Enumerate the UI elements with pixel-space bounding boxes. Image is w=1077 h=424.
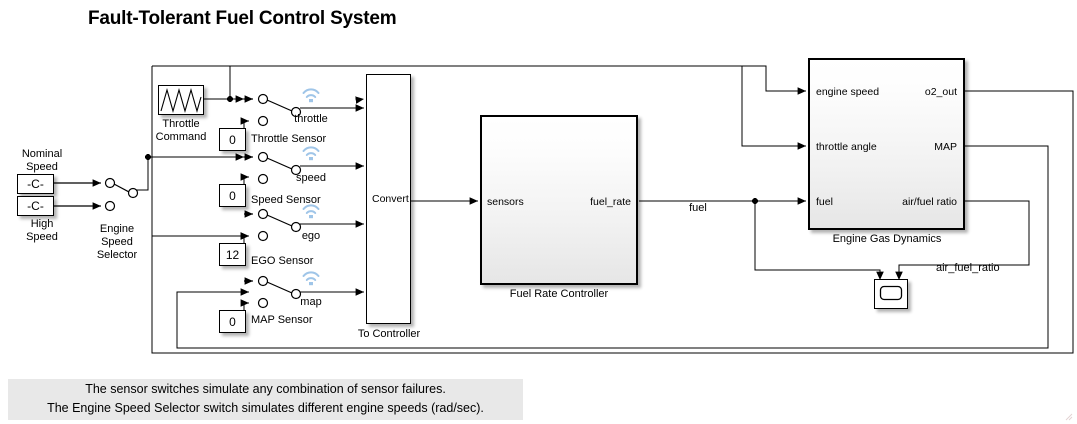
nominal-speed-label-line1: Nominal: [21, 148, 63, 160]
scope-icon: [879, 285, 903, 301]
throttle-sensor-value: 0: [229, 133, 236, 147]
engine-speed-selector-label-line3: Selector: [96, 249, 138, 261]
speed-sensor-name: Speed Sensor: [251, 194, 321, 206]
annotation-note: The sensor switches simulate any combina…: [8, 379, 523, 420]
scope-block[interactable]: [874, 279, 908, 309]
engine-gas-dynamics-input-throttle-angle: throttle angle: [816, 141, 877, 153]
engine-gas-dynamics-output-o2-out: o2_out: [924, 86, 957, 98]
air-fuel-ratio-signal-label: air_fuel_ratio: [936, 262, 1000, 274]
map-signal-logging-icon: [302, 271, 320, 286]
engine-gas-dynamics-block[interactable]: engine speed throttle angle fuel o2_out …: [808, 58, 965, 230]
map-sensor-value: 0: [229, 315, 236, 329]
throttle-signal-logging-icon: [302, 88, 320, 103]
throttle-command-block[interactable]: [158, 85, 204, 115]
nominal-speed-label-line2: Speed: [26, 161, 58, 173]
engine-speed-selector-label-line2: Speed: [101, 236, 133, 248]
speed-sensor-constant-block[interactable]: 0: [219, 184, 246, 207]
speed-signal-label: speed: [296, 172, 326, 184]
page-title: Fault-Tolerant Fuel Control System: [88, 8, 397, 29]
fuel-rate-controller-output-port: fuel_rate: [590, 196, 631, 208]
speed-sensor-value: 0: [229, 189, 236, 203]
fuel-rate-controller-block[interactable]: sensors fuel_rate: [480, 115, 638, 285]
map-signal-label: map: [300, 296, 322, 308]
to-controller-name: To Controller: [357, 328, 421, 340]
map-sensor-constant-block[interactable]: 0: [219, 310, 246, 333]
nominal-speed-value: -C-: [27, 177, 44, 191]
to-controller-text: Convert: [372, 193, 409, 205]
ego-signal-label: ego: [301, 230, 321, 242]
speed-signal-logging-icon: [302, 146, 320, 161]
engine-gas-dynamics-output-map: MAP: [934, 141, 957, 153]
resize-corner-icon: [1065, 413, 1073, 421]
high-speed-value: -C-: [27, 199, 44, 213]
throttle-sensor-constant-block[interactable]: 0: [219, 128, 246, 151]
map-sensor-name: MAP Sensor: [251, 314, 313, 326]
engine-gas-dynamics-input-engine-speed: engine speed: [816, 86, 880, 98]
engine-gas-dynamics-input-fuel: fuel: [816, 196, 833, 208]
annotation-line-2: The Engine Speed Selector switch simulat…: [47, 401, 484, 415]
ego-sensor-value: 12: [225, 248, 240, 262]
engine-gas-dynamics-output-air-fuel-ratio: air/fuel ratio: [902, 196, 957, 208]
ego-signal-logging-icon: [302, 204, 320, 219]
throttle-sensor-name: Throttle Sensor: [251, 133, 327, 145]
ego-sensor-constant-block[interactable]: 12: [219, 243, 246, 266]
engine-gas-dynamics-name: Engine Gas Dynamics: [832, 233, 942, 245]
fuel-rate-controller-input-port: sensors: [487, 196, 524, 208]
high-speed-constant-block[interactable]: -C-: [17, 196, 54, 216]
to-controller-block[interactable]: Convert: [366, 74, 411, 324]
throttle-signal-label: throttle: [294, 113, 328, 125]
ego-sensor-name: EGO Sensor: [251, 255, 314, 267]
triangle-wave-icon: [160, 87, 202, 114]
fuel-rate-controller-name: Fuel Rate Controller: [509, 288, 609, 300]
high-speed-label-line1: High: [30, 218, 54, 230]
nominal-speed-constant-block[interactable]: -C-: [17, 174, 54, 194]
throttle-command-label-line1: Throttle: [162, 118, 200, 130]
fuel-signal-label: fuel: [689, 202, 707, 214]
throttle-command-label-line2: Command: [155, 131, 207, 143]
annotation-line-1: The sensor switches simulate any combina…: [85, 382, 446, 396]
high-speed-label-line2: Speed: [26, 231, 58, 243]
engine-speed-selector-label-line1: Engine: [99, 223, 135, 235]
